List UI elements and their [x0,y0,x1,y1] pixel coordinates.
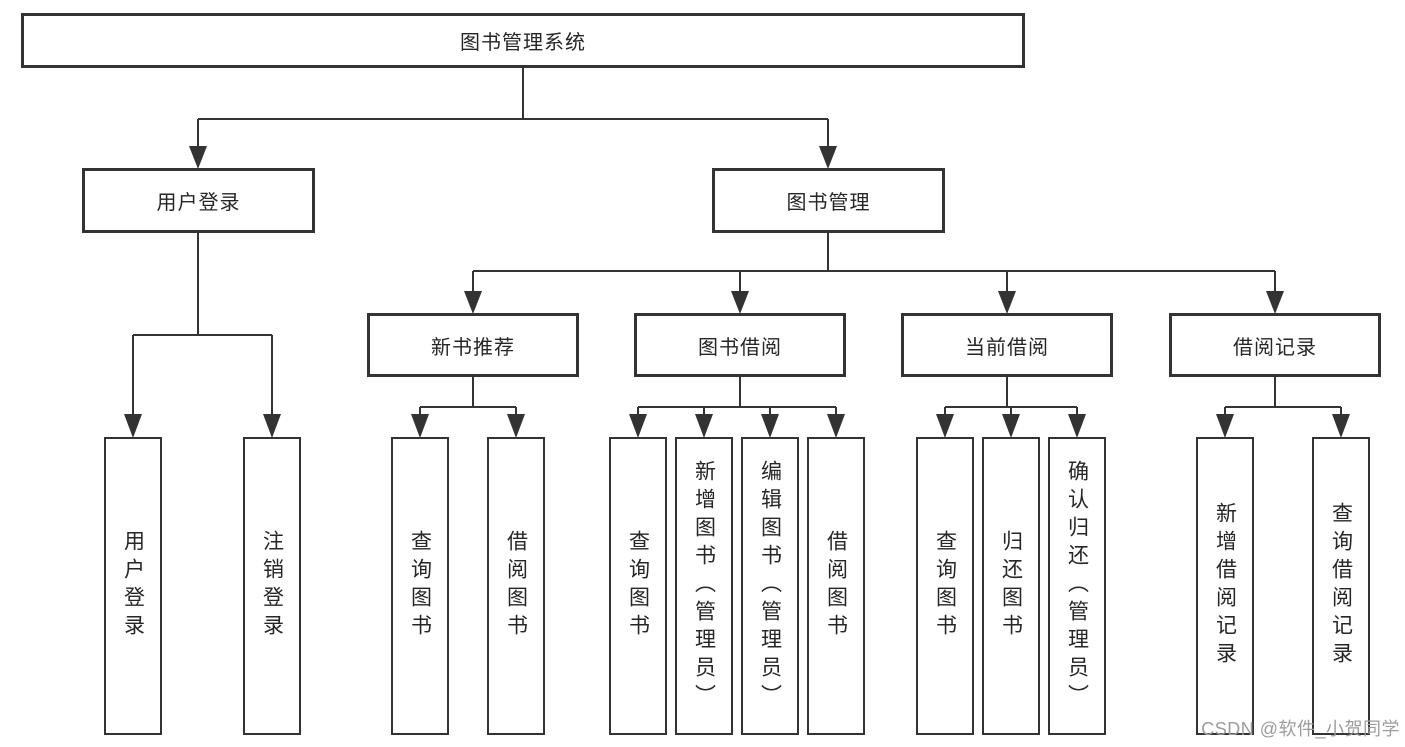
arrowhead-icon [1002,414,1020,438]
leaf-edit-books-admin: 编辑图书（管理员） [741,437,799,735]
arrowhead-icon [936,414,954,438]
connector-borrow-record-to-leaves [1216,377,1350,438]
arrowhead-icon [998,291,1016,314]
leaf-logout: 注销登录 [243,437,301,735]
arrowhead-icon [263,414,281,438]
arrowhead-icon [1068,414,1086,438]
node-system-root: 图书管理系统 [21,13,1025,68]
leaf-borrow-books-recommend: 借阅图书 [487,437,545,735]
node-current-borrow: 当前借阅 [901,313,1113,377]
leaf-add-borrow-record: 新增借阅记录 [1196,437,1254,735]
connector-book-management-to-level3 [464,233,1284,314]
leaf-return-books: 归还图书 [982,437,1040,735]
leaf-add-books-admin: 新增图书（管理员） [675,437,733,735]
leaf-query-borrow-record: 查询借阅记录 [1312,437,1370,735]
arrowhead-icon [124,414,142,438]
arrowhead-icon [507,414,525,438]
arrowhead-icon [1266,291,1284,314]
arrowhead-icon [827,414,845,438]
arrowhead-icon [731,291,749,314]
arrowhead-icon [695,414,713,438]
csdn-watermark: CSDN @软件_小贺同学 [1201,719,1400,739]
arrowhead-icon [464,291,482,314]
leaf-query-books-borrow: 查询图书 [609,437,667,735]
arrowhead-icon [411,414,429,438]
leaf-query-books-current: 查询图书 [916,437,974,735]
node-user-login: 用户登录 [82,168,315,233]
node-new-book-recommend: 新书推荐 [367,313,579,377]
leaf-confirm-return-admin: 确认归还（管理员） [1048,437,1106,735]
arrowhead-icon [1216,414,1234,438]
node-book-management: 图书管理 [712,168,945,233]
leaf-borrow-books: 借阅图书 [807,437,865,735]
leaf-user-login: 用户登录 [104,437,162,735]
node-book-borrow: 图书借阅 [634,313,846,377]
arrowhead-icon [1332,414,1350,438]
connector-user-login-to-leaves [124,233,281,438]
connector-book-borrow-to-leaves [629,377,845,438]
node-borrow-record: 借阅记录 [1169,313,1381,377]
arrowhead-icon [189,146,207,169]
arrowhead-icon [819,146,837,169]
leaf-query-books-recommend: 查询图书 [391,437,449,735]
arrowhead-icon [629,414,647,438]
connector-root-to-level2 [189,68,837,169]
arrowhead-icon [761,414,779,438]
connector-new-book-recommend-to-leaves [411,377,525,438]
connector-current-borrow-to-leaves [936,377,1086,438]
